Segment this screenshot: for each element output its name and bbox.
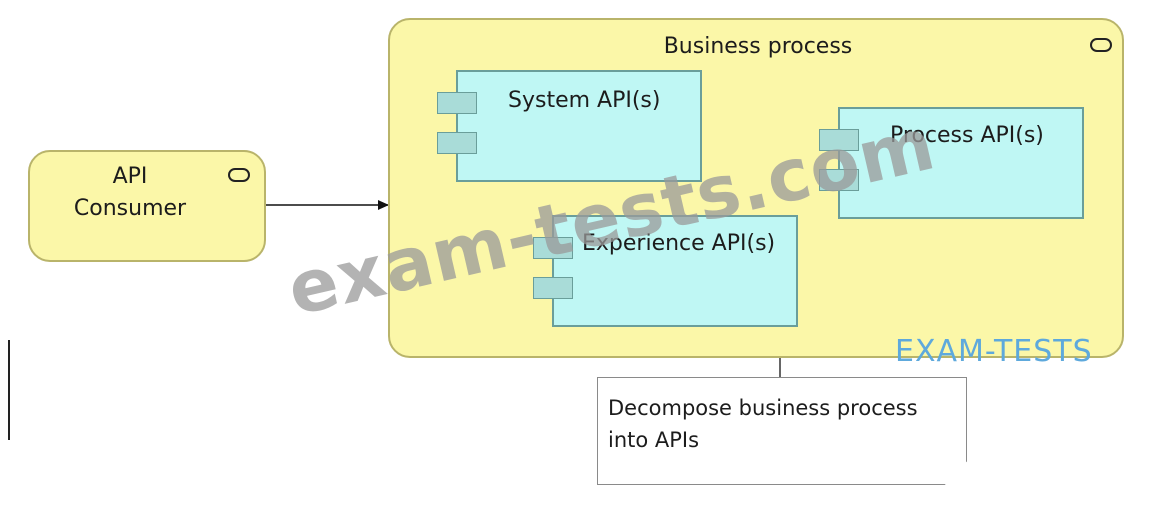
note-box: Decompose business process into APIs — [597, 377, 967, 485]
api-consumer-label-line2: Consumer — [73, 196, 187, 221]
note-text-line2: into APIs — [608, 428, 700, 452]
process-api-label: Process API(s) — [890, 123, 1044, 148]
api-consumer-box: API Consumer — [28, 150, 266, 262]
component-tab-icon — [437, 92, 477, 114]
component-tab-icon — [533, 237, 573, 259]
component-tab-icon — [437, 132, 477, 154]
business-process-label: Business process — [663, 34, 853, 59]
note-text-line1: Decompose business process — [608, 396, 918, 420]
process-api-component: Process API(s) — [838, 107, 1084, 219]
business-service-icon — [228, 168, 250, 182]
component-tab-icon — [819, 129, 859, 151]
component-tab-icon — [819, 169, 859, 191]
component-tab-icon — [533, 277, 573, 299]
experience-api-label: Experience API(s) — [582, 231, 776, 256]
api-consumer-label-line1: API — [112, 164, 148, 189]
watermark-brand: EXAM-TESTS — [895, 334, 1093, 369]
experience-api-component: Experience API(s) — [552, 215, 798, 327]
system-api-component: System API(s) — [456, 70, 702, 182]
business-service-icon — [1090, 38, 1112, 52]
system-api-label: System API(s) — [508, 88, 661, 113]
